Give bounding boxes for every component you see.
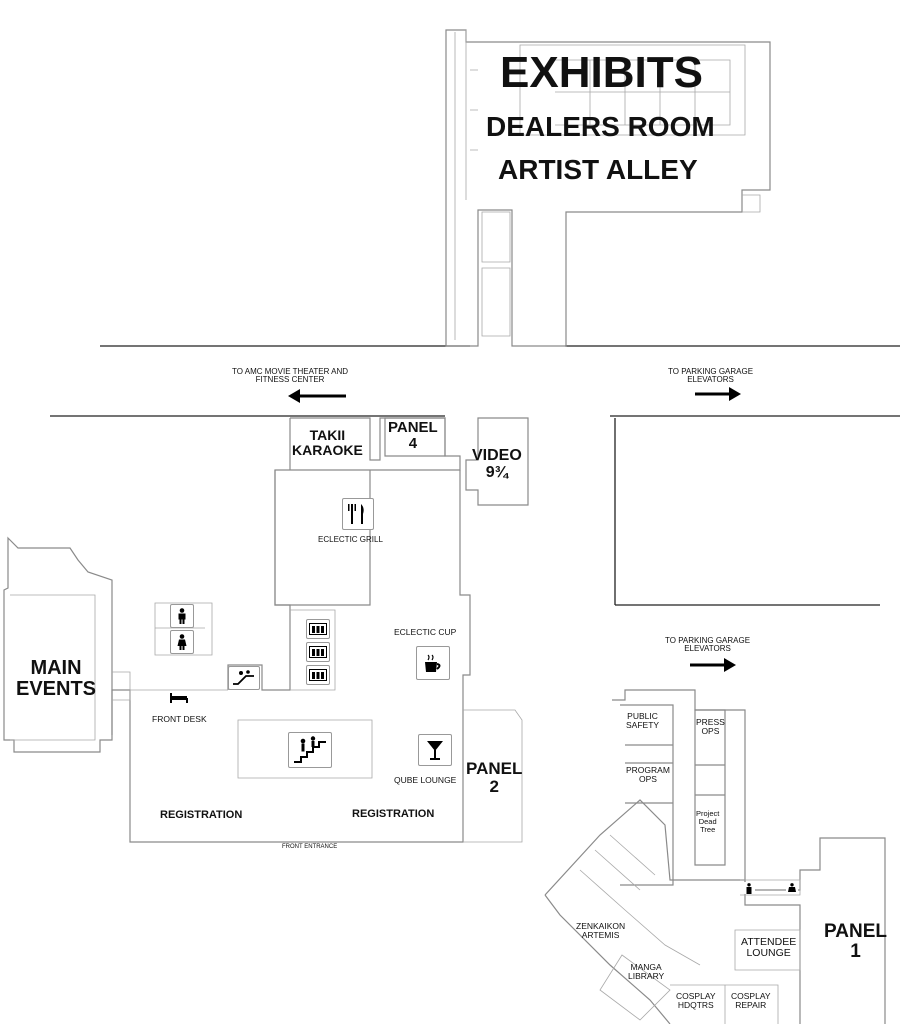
takii-karaoke-label: TAKII KARAOKE (292, 427, 363, 458)
panel-4-label: PANEL 4 (388, 419, 438, 452)
registration-left-label: REGISTRATION (160, 809, 243, 821)
registration-right-label: REGISTRATION (352, 808, 435, 820)
program-ops-label: PROGRAM OPS (626, 765, 670, 784)
fork-knife-icon (342, 498, 374, 530)
street-lines (50, 345, 900, 606)
parking-direction-top-label: TO PARKING GARAGE ELEVATORS (668, 367, 754, 385)
eclectic-cup-label: ECLECTIC CUP (394, 627, 457, 637)
panel-1-label: PANEL 1 (824, 921, 887, 962)
central-block-walls (111, 417, 529, 843)
zenkaikon-artemis-label: ZENKAIKON ARTEMIS (576, 921, 626, 940)
video-label: VIDEO 9¾ (472, 447, 522, 481)
main-events-label: MAIN EVENTS (16, 657, 97, 700)
left-arrow-icon (288, 388, 348, 409)
qube-lounge-label: QUBE LOUNGE (394, 775, 457, 785)
stairs-icon (288, 732, 332, 768)
project-dead-tree-label: Project Dead Tree (696, 809, 720, 834)
restroom-women-icon (786, 882, 798, 894)
restroom-men-icon (170, 604, 194, 628)
right-arrow-icon (695, 386, 743, 407)
panel-2-label: PANEL 2 (466, 759, 523, 796)
panel-1-complex-walls (544, 689, 886, 1024)
coffee-cup-icon (416, 646, 450, 680)
public-safety-label: PUBLIC SAFETY (626, 711, 660, 730)
front-entrance-label: FRONT ENTRANCE (282, 844, 338, 850)
amc-direction-label: TO AMC MOVIE THEATER AND FITNESS CENTER (232, 367, 349, 385)
restroom-men-icon (743, 882, 755, 894)
escalator-icon (228, 666, 260, 690)
press-ops-label: PRESS OPS (696, 717, 725, 736)
elevator-icon (306, 642, 330, 662)
front-desk-label: FRONT DESK (152, 714, 207, 724)
parking-direction-bottom-label: TO PARKING GARAGE ELEVATORS (665, 636, 751, 654)
cosplay-hdqtrs-label: COSPLAY HDQTRS (676, 991, 716, 1010)
cosplay-repair-label: COSPLAY REPAIR (731, 991, 771, 1010)
manga-library-label: MANGA LIBRARY (628, 962, 665, 981)
cocktail-glass-icon (418, 734, 452, 766)
exhibits-hall-walls (445, 29, 771, 347)
dealers-room-label: DEALERS ROOM (486, 111, 715, 142)
elevator-icon (306, 665, 330, 685)
elevator-icon (306, 619, 330, 639)
right-arrow-icon (690, 657, 738, 678)
attendee-lounge-label: ATTENDEE LOUNGE (741, 936, 797, 960)
restroom-women-icon (170, 630, 194, 654)
artist-alley-label: ARTIST ALLEY (498, 154, 698, 185)
bed-icon (170, 692, 188, 704)
exhibits-label: EXHIBITS (500, 48, 703, 97)
eclectic-grill-label: ECLECTIC GRILL (318, 535, 383, 544)
main-events-walls (3, 536, 131, 753)
